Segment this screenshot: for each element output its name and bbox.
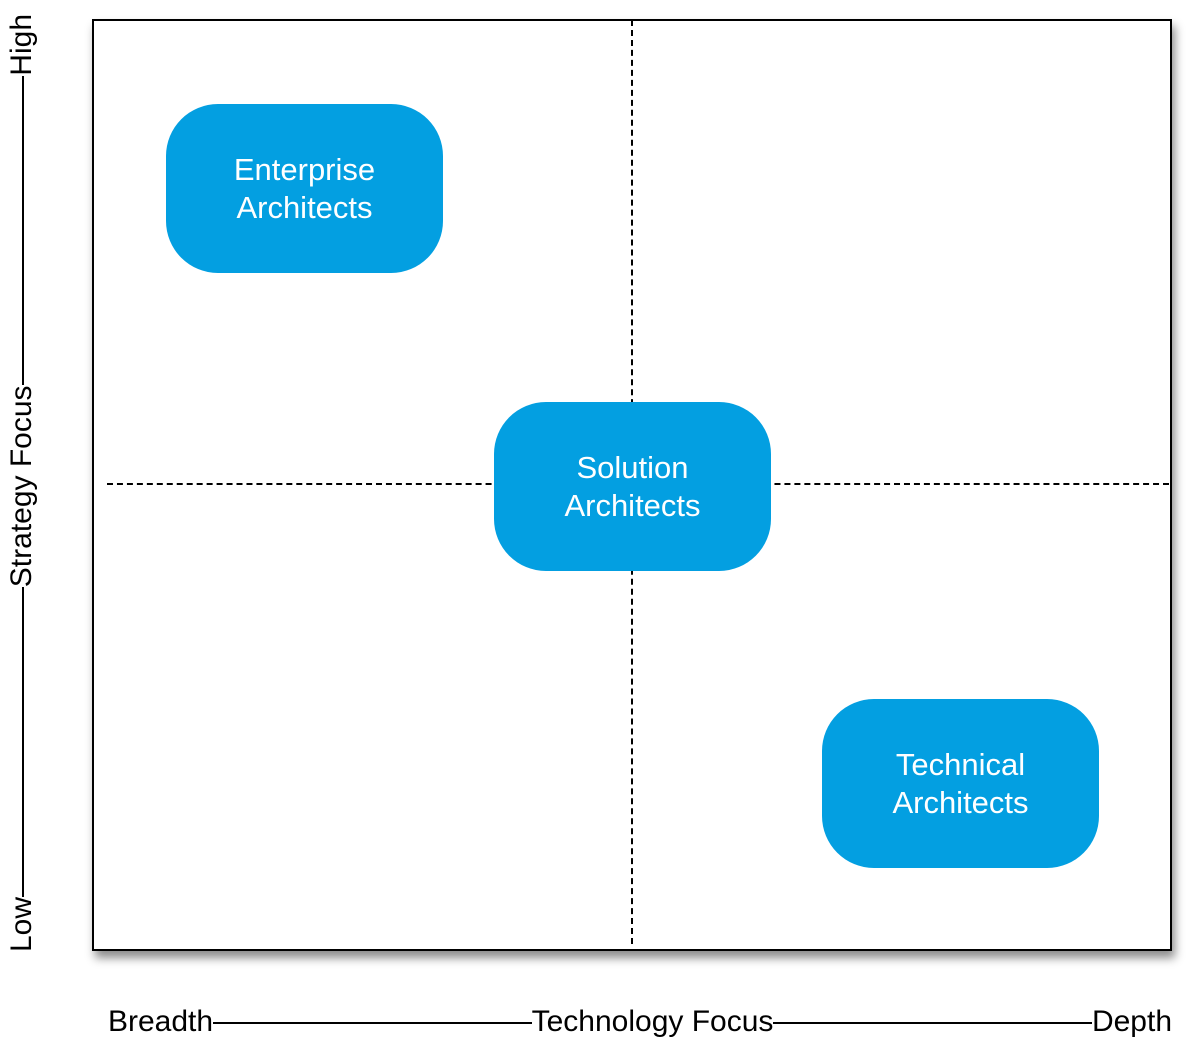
box-label-line2: Architects bbox=[892, 784, 1029, 820]
box-label-line1: Solution bbox=[576, 449, 689, 485]
y-axis: Low Strategy Focus High bbox=[2, 14, 42, 952]
x-axis-line-right bbox=[773, 1022, 1092, 1024]
y-axis-line-upper bbox=[22, 75, 24, 386]
enterprise-architects-box: Enterprise Architects bbox=[166, 104, 443, 273]
x-axis-low-label: Breadth bbox=[108, 1005, 214, 1038]
x-axis: Breadth Technology Focus Depth bbox=[108, 1002, 1172, 1042]
box-label-line2: Architects bbox=[564, 487, 701, 523]
x-axis-line-left bbox=[213, 1022, 532, 1024]
box-label-line1: Enterprise bbox=[233, 151, 376, 187]
box-label-line2: Architects bbox=[236, 189, 373, 225]
box-label-line1: Technical bbox=[895, 746, 1026, 782]
y-axis-title: Strategy Focus bbox=[5, 385, 38, 588]
y-axis-low-label: Low bbox=[5, 896, 38, 952]
x-axis-title: Technology Focus bbox=[531, 1005, 774, 1038]
y-axis-line-lower bbox=[22, 587, 24, 897]
solution-architects-box: Solution Architects bbox=[494, 402, 771, 571]
y-axis-high-label: High bbox=[5, 13, 38, 76]
x-axis-high-label: Depth bbox=[1091, 1005, 1173, 1038]
technical-architects-box: Technical Architects bbox=[822, 699, 1099, 868]
